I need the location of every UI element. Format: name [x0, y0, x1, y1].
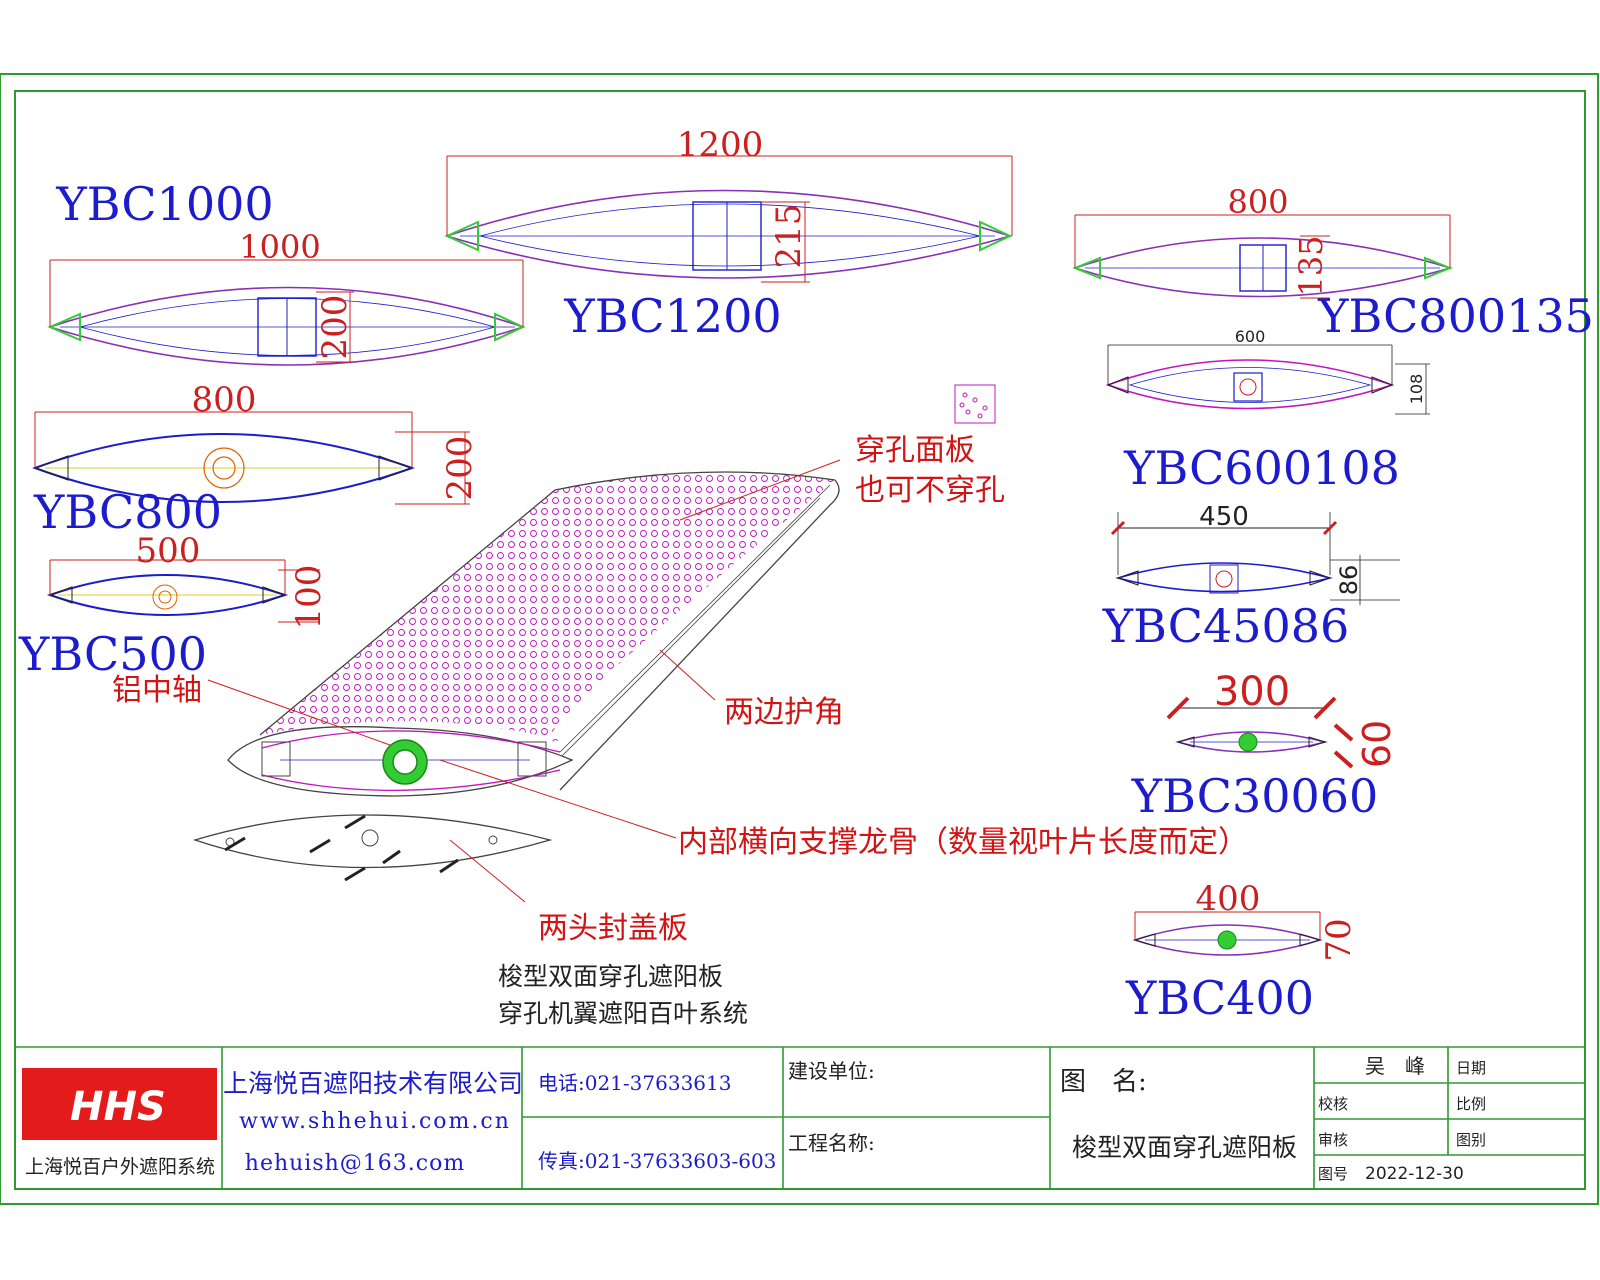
dim-height-ybc600108: 108 — [1407, 374, 1426, 405]
review-label: 审核 — [1318, 1131, 1348, 1149]
dim-height-ybc1000: 200 — [315, 295, 355, 360]
annotation-end-cap: 两头封盖板 — [538, 911, 688, 946]
category-label: 图别 — [1456, 1131, 1486, 1149]
project-label: 工程名称: — [788, 1131, 875, 1155]
annotation-optional-no-perforation: 也可不穿孔 — [855, 473, 1005, 508]
dim-width-ybc500: 500 — [136, 531, 201, 571]
client-label: 建设单位: — [788, 1059, 875, 1083]
model-label-ybc30060: YBC30060 — [1131, 769, 1379, 823]
annotation-internal-keel: 内部横向支撑龙骨（数量视叶片长度而定） — [678, 825, 1248, 860]
dim-height-ybc1200: 215 — [769, 204, 809, 269]
logo-subtitle: 上海悦百户外遮阳系统 — [25, 1156, 215, 1178]
dim-width-ybc800: 800 — [192, 380, 257, 420]
designer-name: 吴 峰 — [1365, 1054, 1425, 1078]
dim-height-ybc800135: 135 — [1292, 235, 1330, 296]
profile-ybc500 — [46, 559, 320, 623]
profile-ybc800 — [32, 411, 470, 505]
model-label-ybc800: YBC800 — [33, 485, 222, 539]
dim-height-ybc800: 200 — [440, 436, 480, 501]
profile-ybc30060 — [1166, 696, 1354, 769]
annotation-perforated-panel: 穿孔面板 — [855, 433, 975, 468]
profile-ybc1200 — [444, 155, 1013, 283]
drawing-name-label: 图 名: — [1060, 1067, 1147, 1097]
perforation-sample-icon — [954, 384, 996, 424]
model-label-ybc1200: YBC1200 — [563, 289, 781, 343]
profile-ybc800135 — [1072, 214, 1453, 299]
model-label-ybc600108: YBC600108 — [1123, 441, 1400, 495]
company-email[interactable]: hehuish@163.com — [245, 1151, 465, 1176]
dim-width-ybc800135: 800 — [1227, 183, 1288, 221]
dim-width-ybc45086: 450 — [1199, 502, 1249, 532]
company-website[interactable]: www.shhehui.com.cn — [239, 1109, 511, 1134]
outer-frame — [0, 73, 1599, 1205]
dim-height-ybc400: 70 — [1319, 918, 1359, 961]
dim-width-ybc1200: 1200 — [677, 125, 764, 165]
date-value: 2022-12-30 — [1365, 1164, 1464, 1184]
scale-label: 比例 — [1456, 1095, 1486, 1113]
dim-width-ybc600108: 600 — [1235, 327, 1266, 346]
title-block — [15, 1046, 1585, 1189]
company-logo — [22, 1068, 217, 1140]
dim-height-ybc45086: 86 — [1335, 565, 1363, 596]
inner-frame — [14, 90, 1586, 1190]
annotation-corner-guard: 两边护角 — [724, 695, 844, 730]
company-name: 上海悦百遮阳技术有限公司 — [223, 1069, 523, 1098]
drawing-name: 梭型双面穿孔遮阳板 — [1072, 1133, 1297, 1162]
dim-height-ybc30060: 60 — [1355, 720, 1399, 768]
phone-number: 电话:021-37633613 — [538, 1071, 731, 1095]
caption-line-1: 梭型双面穿孔遮阳板 — [498, 962, 723, 991]
profile-ybc600108 — [1105, 344, 1430, 415]
annotation-aluminum-axis: 铝中轴 — [112, 673, 202, 708]
check-label: 校核 — [1318, 1095, 1348, 1113]
model-label-ybc800135: YBC800135 — [1317, 289, 1594, 343]
logo-text: HHS — [70, 1084, 166, 1130]
perforated-blade-3d — [192, 459, 841, 903]
dim-height-ybc500: 100 — [289, 565, 329, 630]
model-label-ybc1000: YBC1000 — [55, 177, 273, 231]
dim-width-ybc30060: 300 — [1214, 669, 1290, 715]
dim-width-ybc1000: 1000 — [239, 228, 320, 266]
profile-ybc400 — [1132, 911, 1323, 956]
date-label: 日期 — [1456, 1059, 1486, 1077]
caption-line-2: 穿孔机翼遮阳百叶系统 — [498, 999, 748, 1028]
model-label-ybc45086: YBC45086 — [1102, 599, 1350, 653]
model-label-ybc500: YBC500 — [18, 627, 207, 681]
profile-ybc1000 — [47, 259, 526, 366]
fax-number: 传真:021-37633603-603 — [538, 1149, 776, 1173]
profile-ybc45086 — [1110, 512, 1400, 605]
drawing-no-label: 图号 — [1318, 1165, 1348, 1183]
dim-width-ybc400: 400 — [1196, 879, 1261, 919]
model-label-ybc400: YBC400 — [1125, 971, 1314, 1025]
